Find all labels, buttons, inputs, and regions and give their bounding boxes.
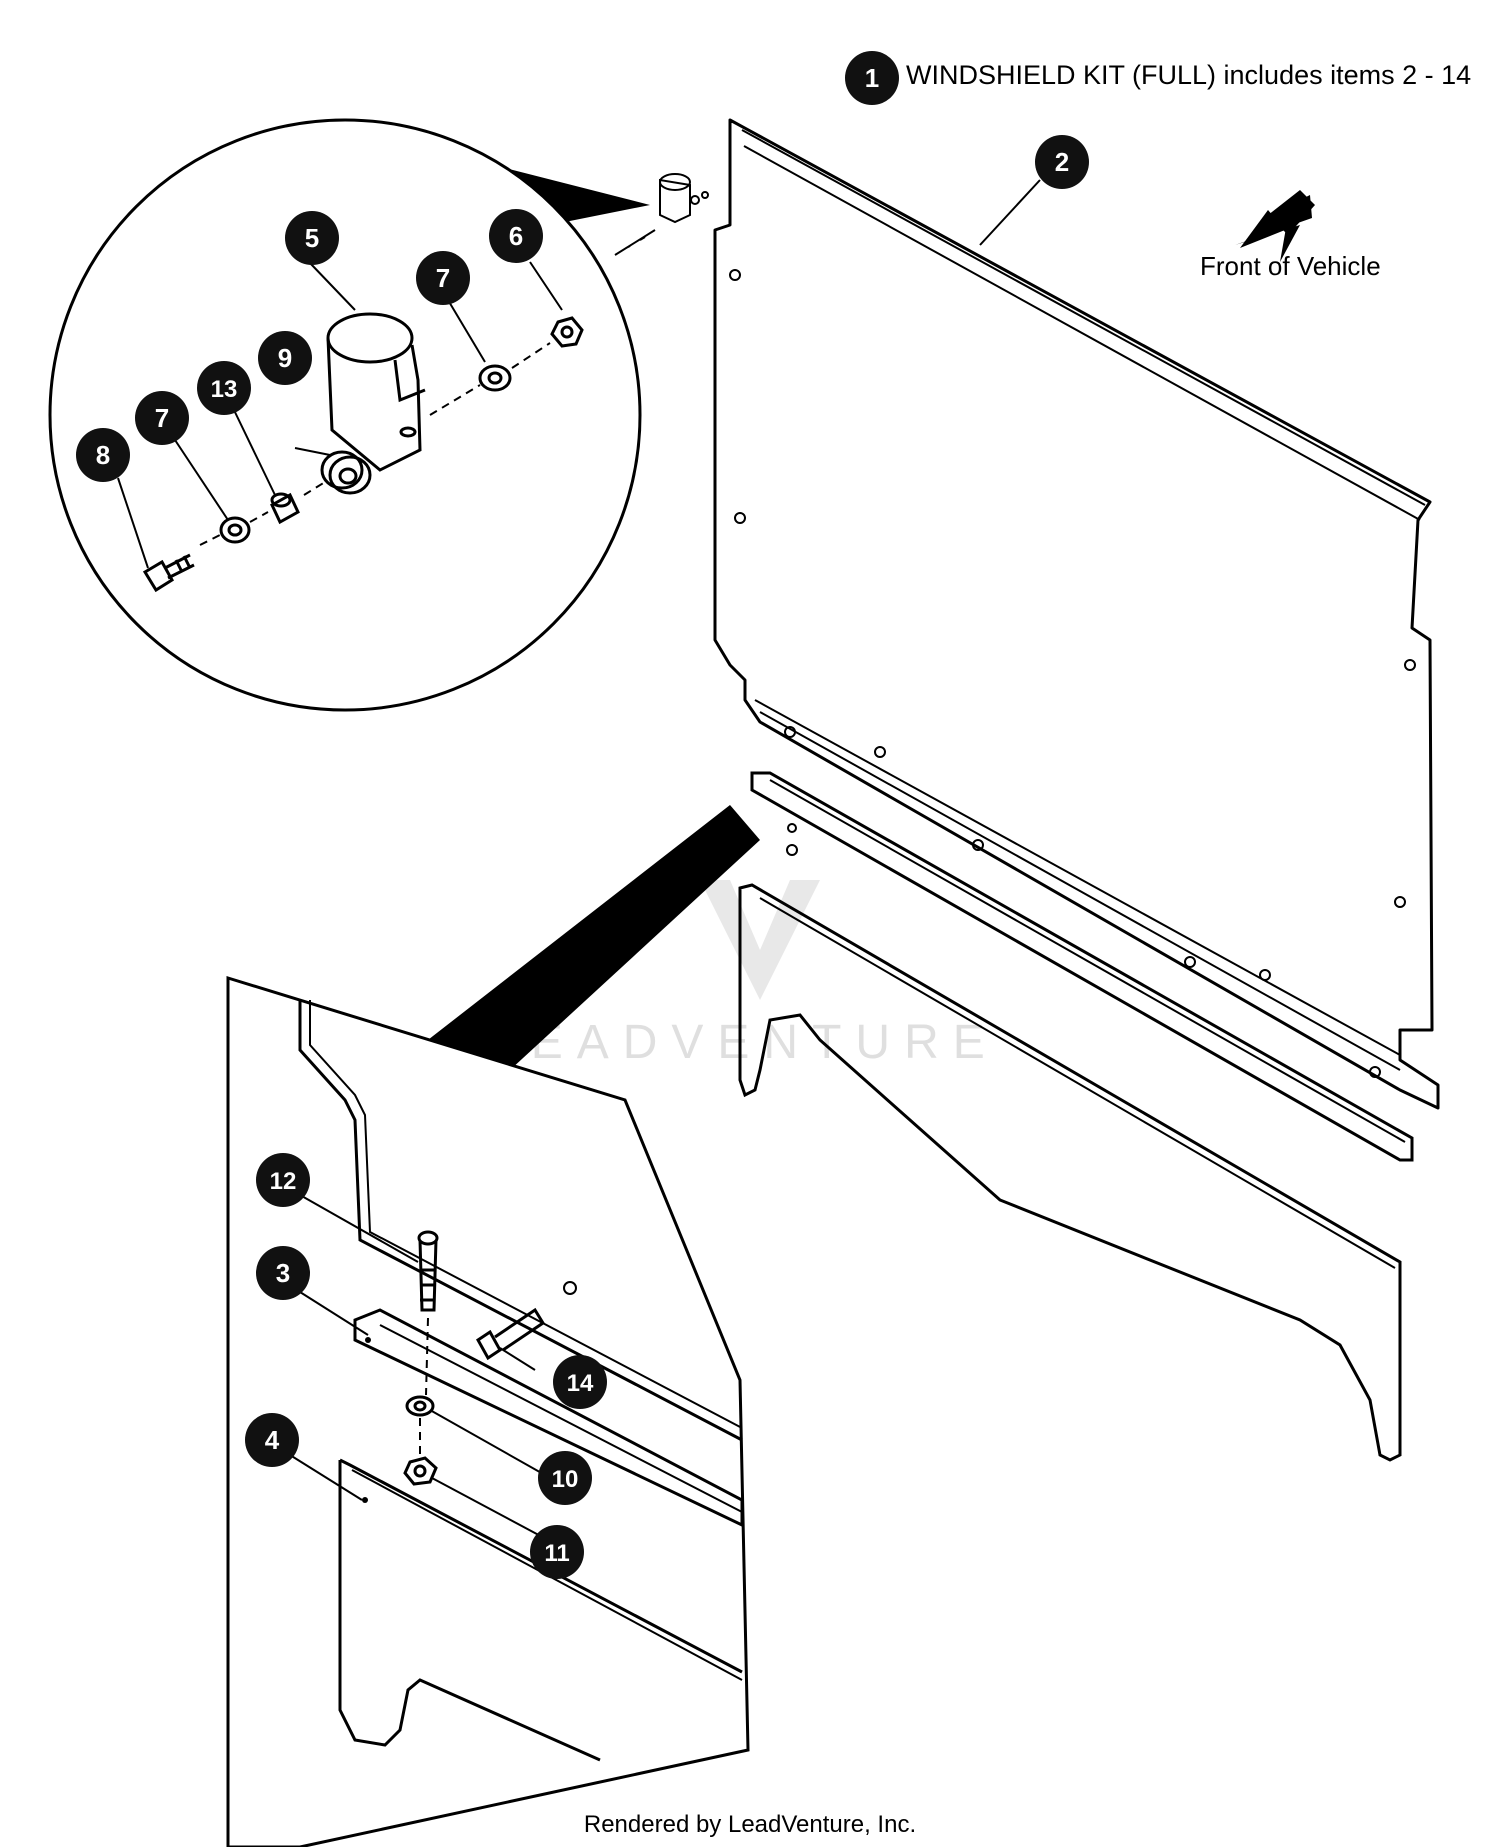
washer-detail: [405, 1395, 435, 1417]
kit-label: WINDSHIELD KIT (FULL) includes items 2 -…: [906, 60, 1471, 90]
direction-arrow-icon: [1235, 190, 1315, 262]
callout-8: 8: [76, 428, 130, 482]
svg-text:14: 14: [567, 1370, 594, 1397]
bolt-part: [142, 553, 195, 593]
panel-holes: [729, 269, 1416, 1078]
svg-text:7: 7: [436, 263, 450, 293]
windshield-panel: [713, 118, 1440, 1110]
svg-text:2: 2: [1055, 147, 1069, 177]
svg-text:8: 8: [96, 440, 110, 470]
callout-6: 6: [489, 209, 543, 263]
callout-1: 1: [845, 51, 899, 105]
nut-part: [550, 316, 584, 348]
watermark-logo-icon: [700, 880, 820, 1000]
lower-detail: [226, 805, 760, 1847]
callout-2: 2: [1035, 135, 1089, 189]
leader-lines: [117, 179, 1041, 1541]
callout-9: 9: [258, 331, 312, 385]
callout-12: 12: [256, 1153, 310, 1207]
clamp-thumbnail: [614, 173, 709, 256]
svg-text:4: 4: [265, 1425, 280, 1455]
callout-10: 10: [538, 1451, 592, 1505]
watermark-text: LEADVENTURE: [490, 1016, 999, 1069]
assembly-lines-upper: [199, 342, 551, 546]
footer-credit: Rendered by LeadVenture, Inc.: [584, 1811, 916, 1838]
callout-14: 14: [553, 1355, 607, 1409]
watermark: LEADVENTURE: [490, 880, 999, 1069]
svg-text:9: 9: [278, 343, 292, 373]
washer-lower: [219, 516, 251, 544]
svg-text:6: 6: [509, 221, 523, 251]
nut-detail: [403, 1456, 438, 1486]
svg-text:7: 7: [155, 403, 169, 433]
callout-5: 5: [285, 211, 339, 265]
svg-text:1: 1: [865, 63, 879, 93]
cowl-panel: [738, 883, 1402, 1462]
mounting-channel: [750, 771, 1414, 1162]
svg-text:13: 13: [211, 376, 238, 403]
svg-text:5: 5: [305, 223, 319, 253]
callout-4: 4: [245, 1413, 299, 1467]
svg-text:10: 10: [552, 1466, 579, 1493]
svg-text:3: 3: [276, 1258, 290, 1288]
bolt-vertical: [417, 1230, 439, 1312]
bolt-angled: [476, 1307, 546, 1361]
callout-7-lower: 7: [135, 391, 189, 445]
upper-detail-circle: [48, 118, 709, 712]
bushing-part: [320, 450, 372, 495]
direction-label: Front of Vehicle: [1200, 251, 1381, 281]
svg-text:11: 11: [544, 1540, 569, 1567]
channel-detail: [353, 1308, 744, 1528]
callout-11: 11: [530, 1525, 584, 1579]
callout-7-upper: 7: [416, 251, 470, 305]
callout-3: 3: [256, 1246, 310, 1300]
callout-13: 13: [197, 361, 251, 415]
washer-upper: [478, 364, 512, 392]
svg-text:12: 12: [270, 1168, 297, 1195]
spacer-part: [270, 492, 300, 525]
clamp-part: [326, 312, 426, 472]
